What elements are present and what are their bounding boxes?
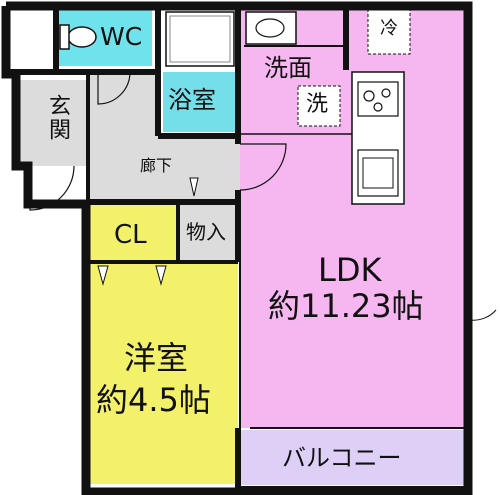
balcony-side-door xyxy=(469,290,497,321)
entrance-area xyxy=(20,80,88,166)
entrance-label: 玄関 xyxy=(45,94,70,142)
western-room-area xyxy=(88,262,238,484)
storage-label: 物入 xyxy=(186,220,226,244)
fridge-space-icon xyxy=(367,9,411,55)
western-room-size-label: 約4.5帖 xyxy=(96,381,211,419)
bath-label: 浴室 xyxy=(168,86,216,114)
stove-icon xyxy=(357,81,399,117)
bath-area xyxy=(163,72,238,132)
ldk-name-label: LDK xyxy=(318,251,382,289)
western-room-name-label: 洋室 xyxy=(124,339,189,377)
walls xyxy=(1,1,473,495)
hallway-label: 廊下 xyxy=(140,156,173,175)
closet-area xyxy=(88,204,178,262)
wash-basin-icon xyxy=(245,11,297,45)
entrance-door xyxy=(29,165,75,211)
storage-area xyxy=(180,204,236,262)
fridge-label: 冷 xyxy=(380,18,398,39)
toilet-tank-icon xyxy=(59,24,70,50)
washer-label: 洗 xyxy=(306,92,329,117)
ldk-door xyxy=(239,143,287,191)
bathtub-icon xyxy=(165,11,235,67)
wc-door xyxy=(97,71,131,105)
washer-space-icon xyxy=(297,85,341,127)
ldk-size-label: 約11.23帖 xyxy=(268,287,424,325)
wc-label: WC xyxy=(100,22,143,51)
closet-label: CL xyxy=(114,220,147,250)
balcony-area xyxy=(240,430,466,485)
washroom-label: 洗面 xyxy=(264,54,312,82)
kitchen-sink-icon xyxy=(357,149,399,197)
balcony-label: バルコニー xyxy=(282,444,402,472)
toilet-icon xyxy=(67,26,97,48)
